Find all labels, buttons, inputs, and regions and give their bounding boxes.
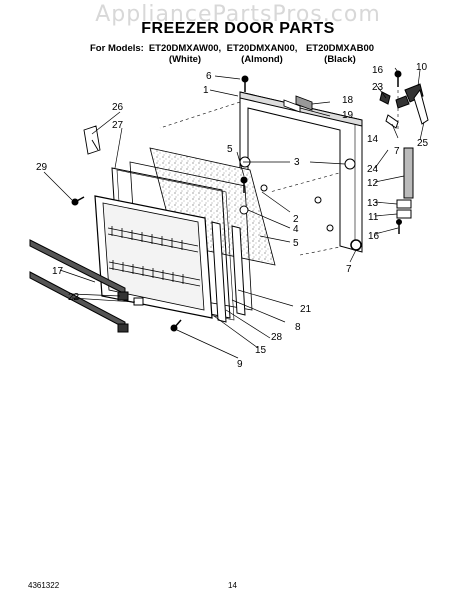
- callout-16: 16: [372, 65, 384, 76]
- model-color: (Almond): [241, 54, 283, 65]
- callout-16b: 16: [368, 231, 380, 242]
- callout-21: 21: [300, 304, 312, 315]
- fasteners: [71, 70, 402, 332]
- callout-29: 29: [36, 162, 48, 173]
- callout-22: 22: [68, 292, 80, 303]
- document-number: 4361322: [28, 581, 60, 590]
- model-black: ET20DMXAB00 (Black): [300, 43, 380, 65]
- callout-8: 8: [295, 322, 301, 333]
- callout-15: 15: [255, 345, 267, 356]
- leader-lines: [43, 67, 425, 359]
- callout-6: 6: [206, 71, 212, 82]
- callout-1: 1: [203, 85, 209, 96]
- callout-12: 12: [367, 178, 379, 189]
- callout-17: 17: [52, 266, 64, 277]
- callout-5b: 5: [293, 238, 299, 249]
- washer-icon: [344, 158, 356, 170]
- hinge-assembly: [379, 83, 429, 219]
- callout-19: 19: [342, 110, 354, 121]
- nut-icon: [326, 224, 334, 232]
- door-frame-panel: [239, 91, 363, 253]
- callout-7: 7: [394, 146, 400, 157]
- nut-icon: [314, 196, 322, 204]
- bushing-icon: [350, 239, 362, 251]
- watermark-text: AppliancePartsPros.com: [95, 2, 381, 27]
- callout-3: 3: [294, 157, 300, 168]
- page-title: FREEZER DOOR PARTS: [141, 20, 335, 37]
- side-strips: [211, 221, 246, 323]
- callout-26: 26: [112, 102, 124, 113]
- callout-2: 2: [293, 214, 299, 225]
- screw-icon: [241, 75, 249, 83]
- washer-icon: [239, 205, 249, 215]
- clips: [83, 95, 313, 155]
- callout-23: 23: [372, 82, 384, 93]
- callout-4: 4: [293, 224, 299, 235]
- callout-labels: 1 2 3 4 5 5 6 7 7 8 9 10 11 12 13 14 15 …: [36, 62, 429, 370]
- callout-28: 28: [271, 332, 283, 343]
- callout-13: 13: [367, 198, 379, 209]
- page-number: 14: [228, 581, 237, 590]
- callout-5: 5: [227, 144, 233, 155]
- nut-icon: [260, 184, 268, 192]
- model-code: ET20DMXAB00: [305, 43, 375, 54]
- models-label: For Models:: [90, 43, 144, 54]
- callout-11: 11: [368, 212, 379, 223]
- screw-icon: [396, 219, 402, 225]
- model-color: (Black): [324, 54, 356, 65]
- callout-24: 24: [367, 164, 379, 175]
- callout-7b: 7: [346, 264, 352, 275]
- model-color: (White): [168, 54, 202, 65]
- model-code: ET20DMXAN00,: [226, 43, 298, 54]
- model-code: ET20DMXAW00,: [148, 43, 222, 54]
- callout-10: 10: [416, 62, 428, 73]
- callout-25: 25: [417, 138, 429, 149]
- model-almond: ET20DMXAN00, (Almond): [222, 43, 302, 65]
- model-white: ET20DMXAW00, (White): [145, 43, 225, 65]
- callout-14: 14: [367, 134, 379, 145]
- screw-icon: [240, 176, 248, 184]
- callout-18: 18: [342, 95, 354, 106]
- callout-9: 9: [237, 359, 243, 370]
- shelf-rails: [29, 239, 144, 333]
- callout-27: 27: [112, 120, 124, 131]
